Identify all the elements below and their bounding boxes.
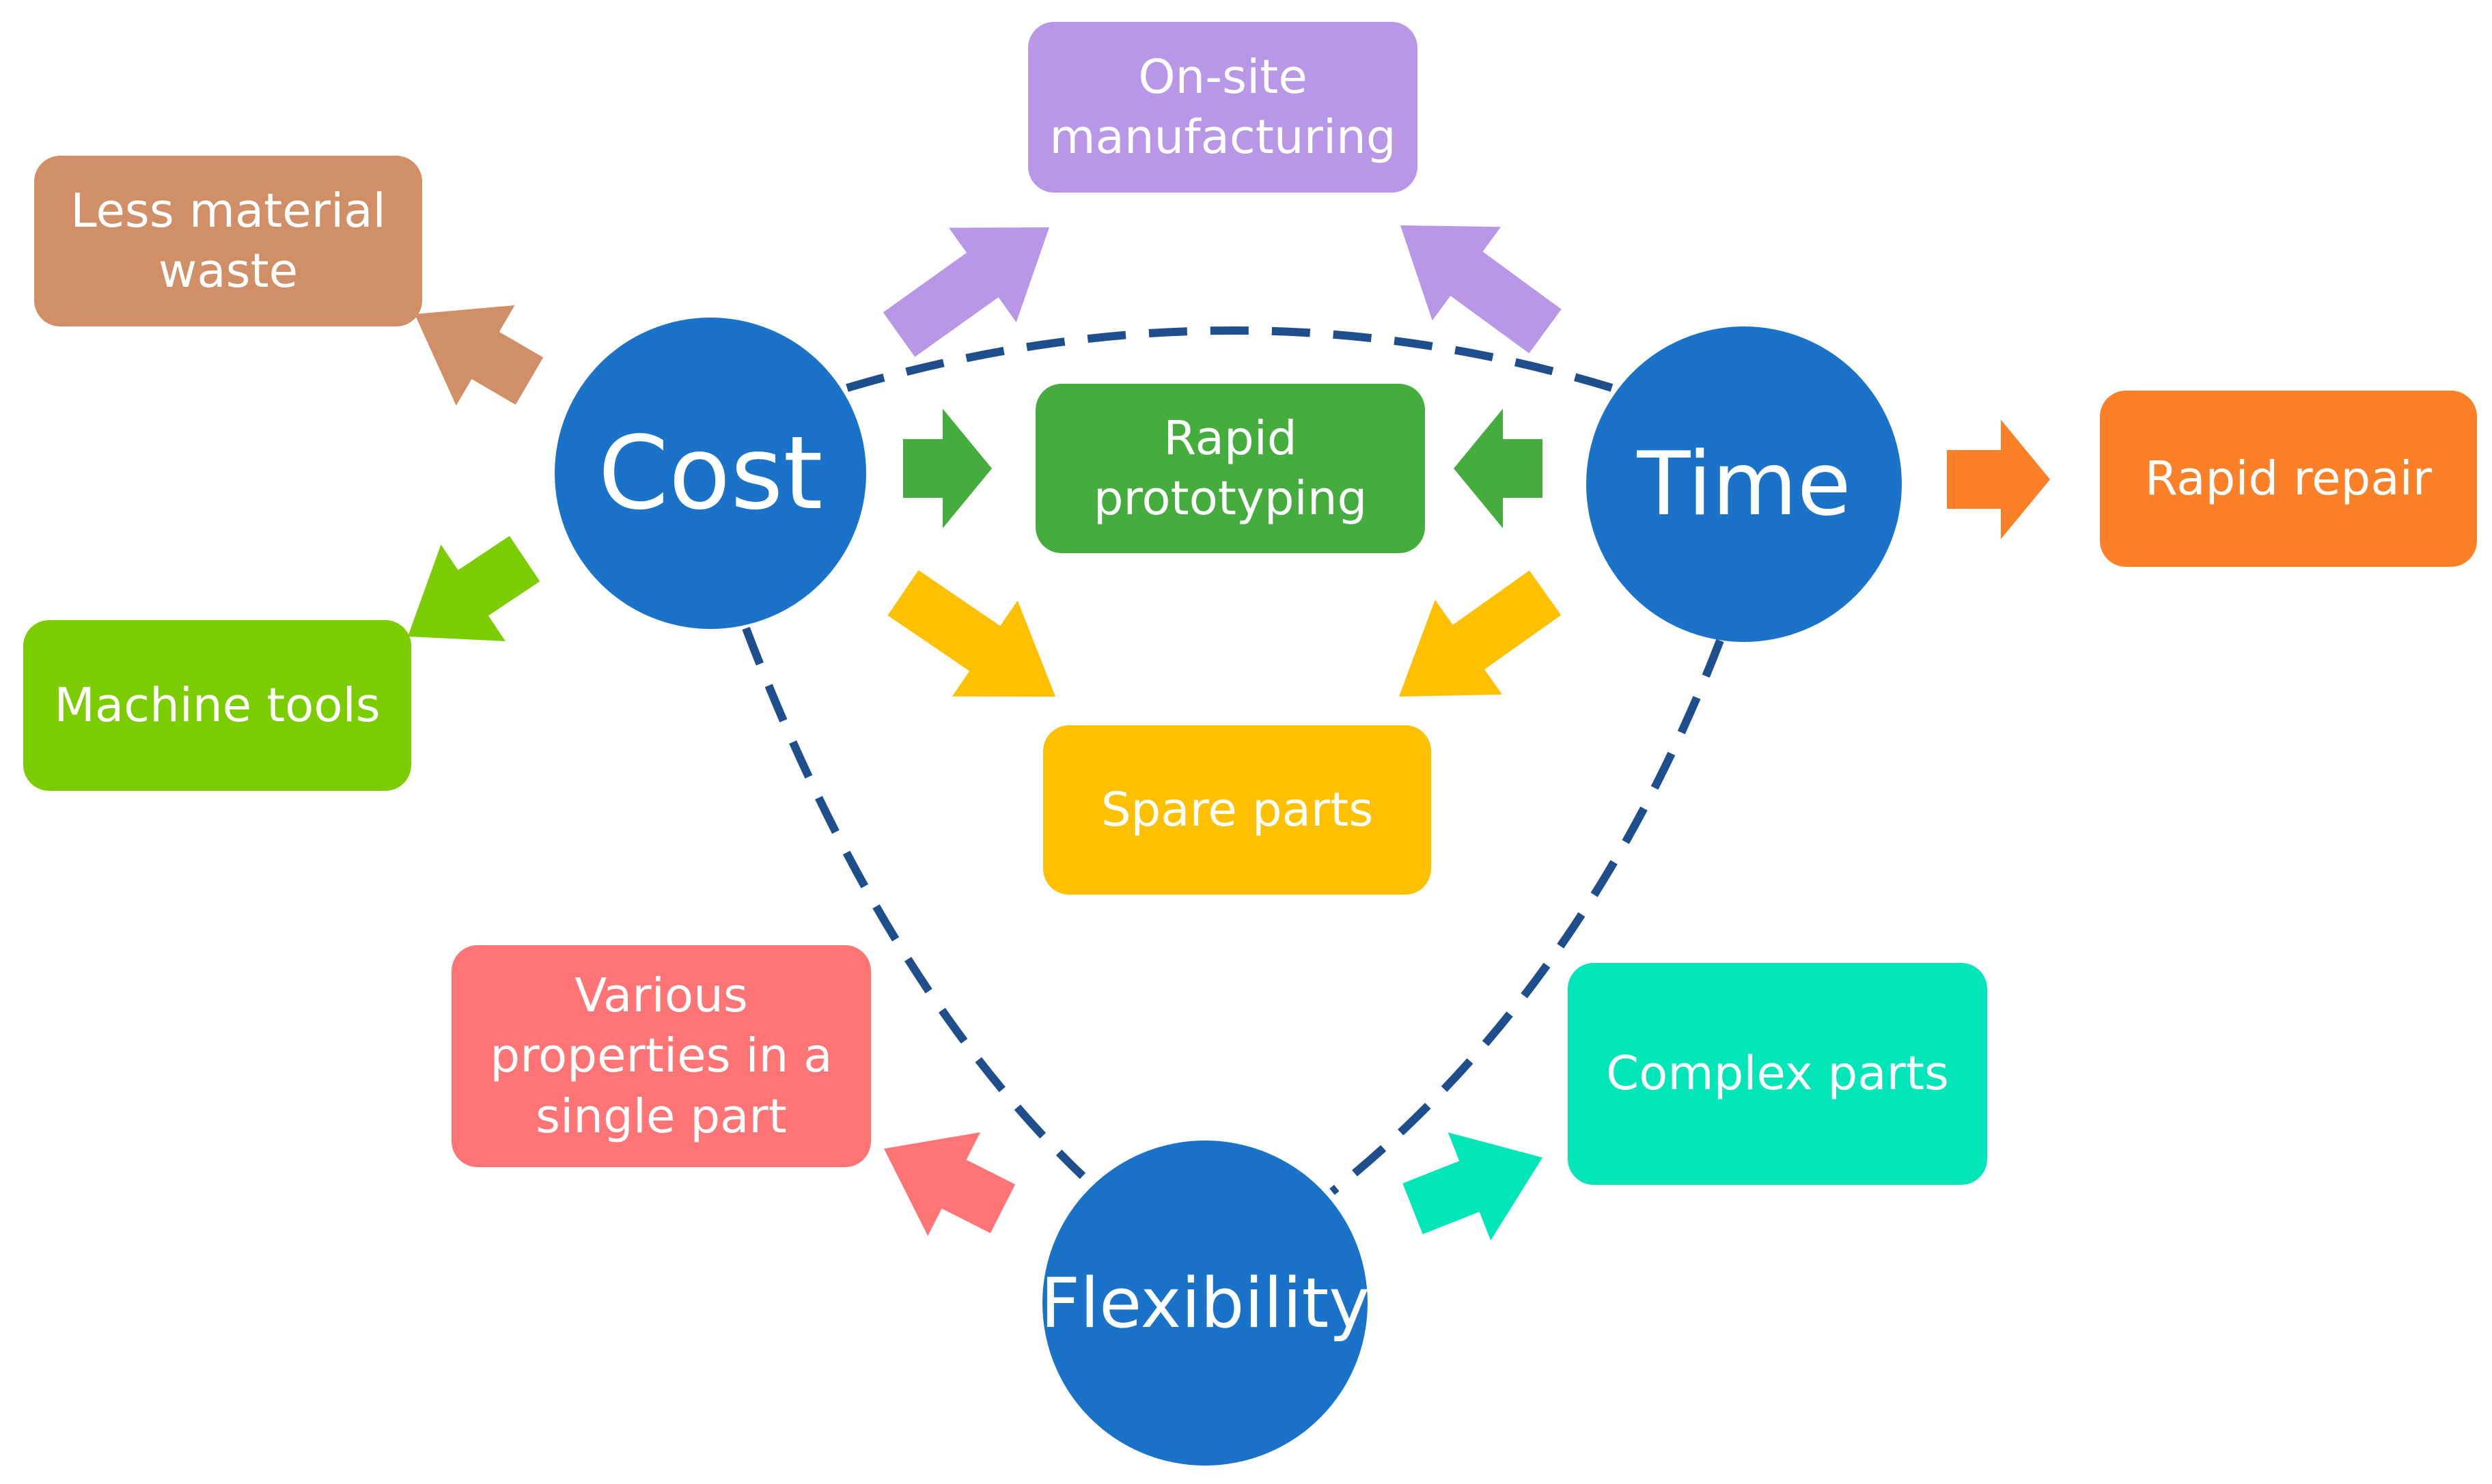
time-to-repair-arrow [1947, 419, 2050, 540]
cost-time-dashed-link [846, 326, 1614, 392]
rapid-prototyping-box: Rapid prototyping [1036, 384, 1425, 553]
machine-tools-box: Machine tools [23, 620, 411, 791]
time-flexibility-dashed-link [1329, 639, 1724, 1195]
cost-flexibility-dashed-link [742, 626, 1086, 1179]
flexibility-hub: Flexibility [1040, 1140, 1370, 1466]
less-material-waste-box: Less material waste [34, 156, 422, 326]
onsite-manufacturing-box: On-site manufacturing [1028, 22, 1417, 193]
time-to-prototyping-arrow [1454, 408, 1542, 529]
time-hub: Time [1586, 326, 1902, 642]
cost-to-onsite-arrow [883, 227, 1049, 357]
cost-to-prototyping-arrow [903, 408, 992, 529]
spare-parts-box: Spare parts [1043, 725, 1431, 895]
complex-parts-box: Complex parts [1568, 963, 1987, 1185]
cost-to-machine-tools-arrow [408, 535, 540, 641]
time-to-onsite-arrow [1400, 225, 1562, 354]
cost-to-waste-arrow [415, 305, 544, 406]
cost-hub: Cost [555, 318, 866, 629]
cost-to-spare-parts-arrow [887, 570, 1055, 697]
time-to-spare-parts-arrow [1399, 570, 1562, 697]
flex-to-various-arrow [884, 1132, 1016, 1236]
various-properties-box: Various properties in a single part [452, 945, 871, 1167]
rapid-repair-box: Rapid repair [2100, 391, 2477, 567]
arrow-layer [408, 225, 2050, 1241]
flex-to-complex-arrow [1402, 1132, 1542, 1241]
